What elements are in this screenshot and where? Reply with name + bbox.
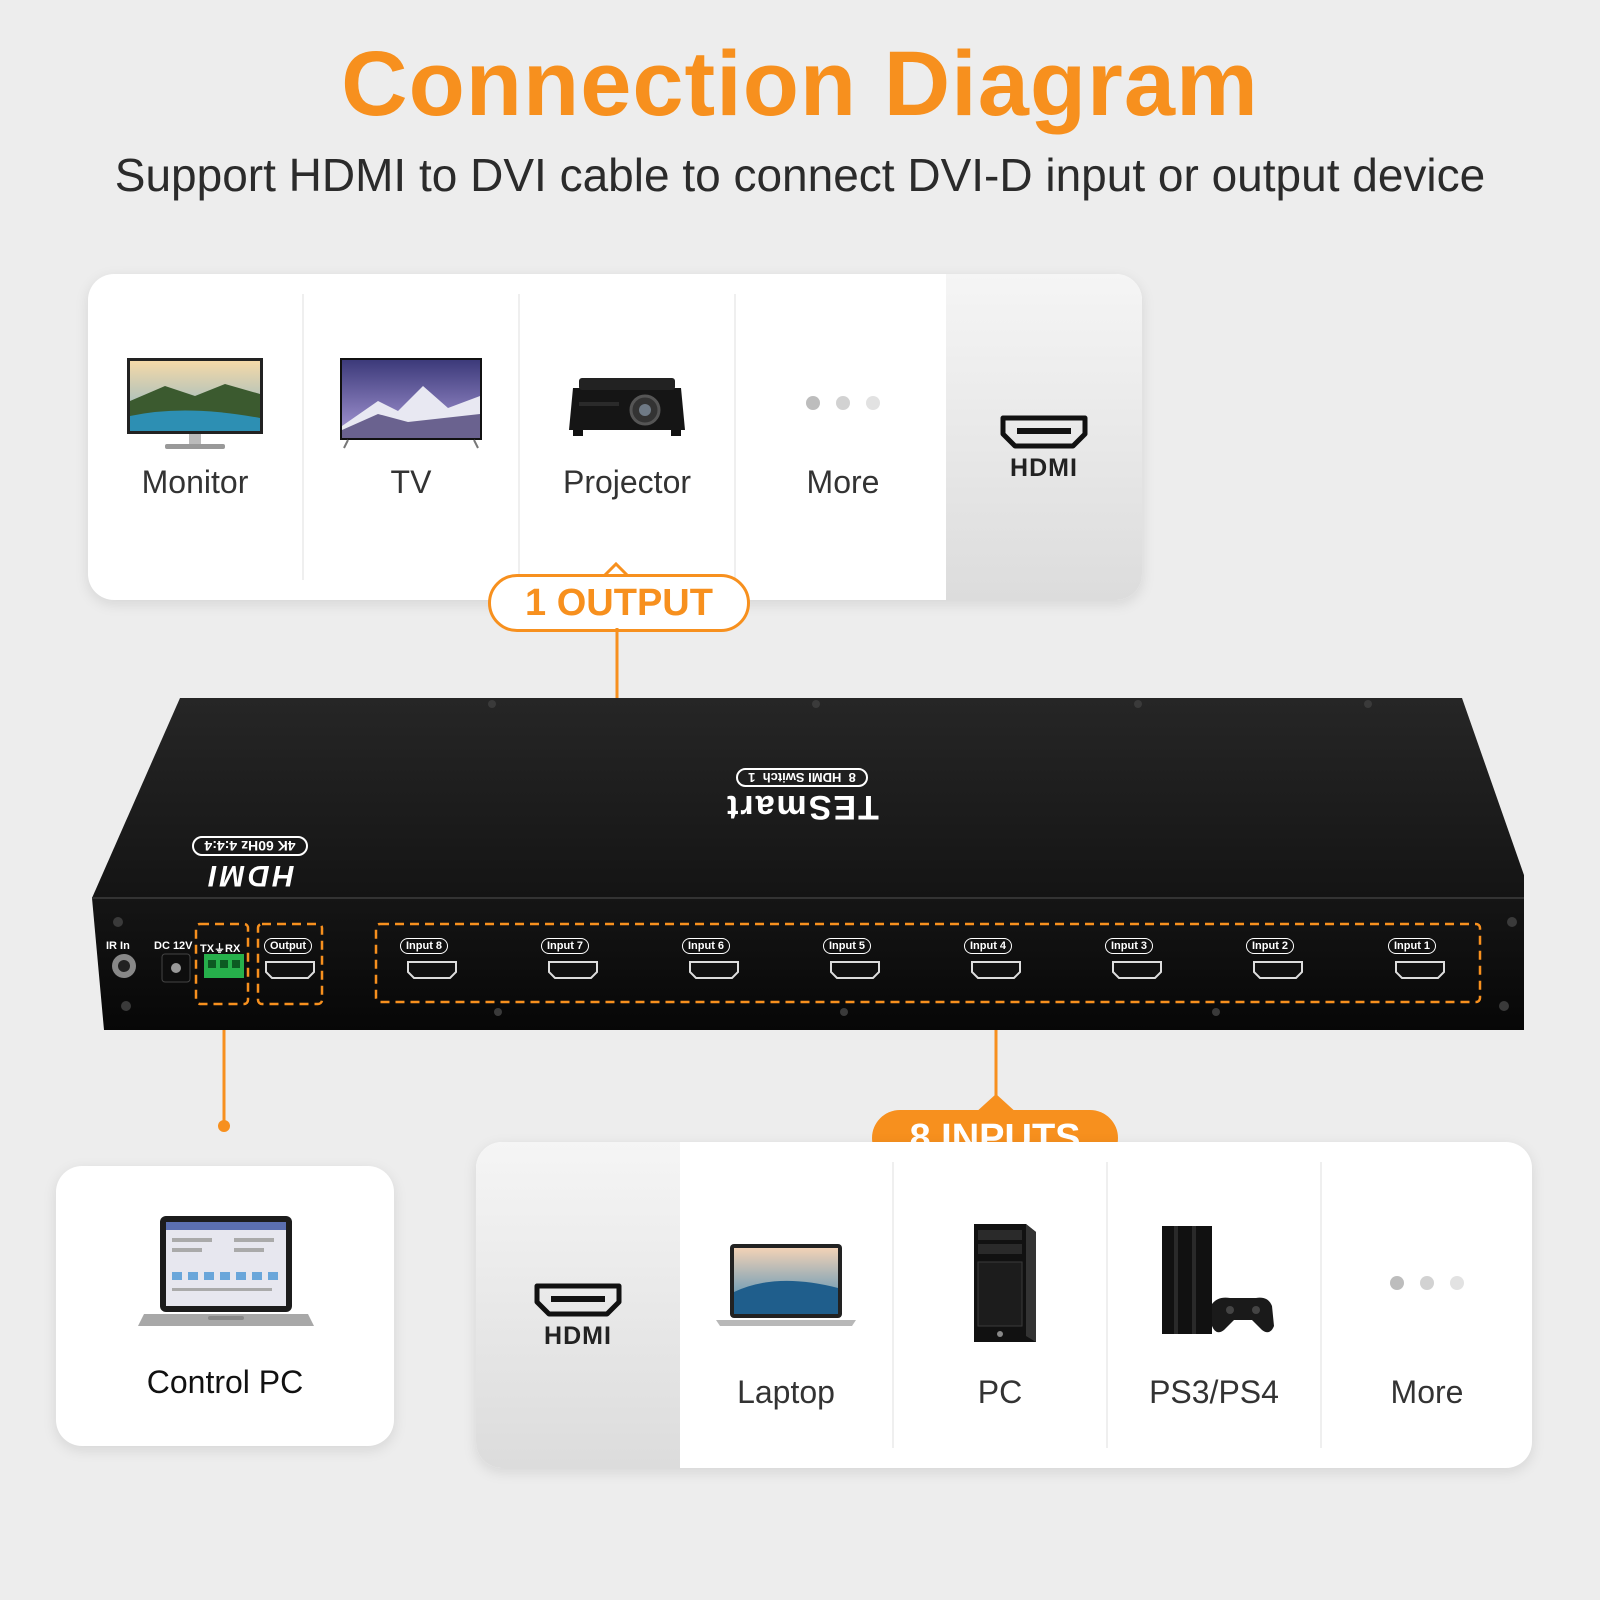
device-brand-logo: TESmart 8 HDMI Switch 1 [652, 764, 952, 826]
hdmi-label: HDMI [544, 1322, 612, 1350]
laptop-control-icon [138, 1216, 314, 1326]
input-port-label: Input 6 [682, 938, 731, 954]
output-device-label: More [806, 464, 880, 500]
input-badge-pointer [974, 1094, 1018, 1114]
page-subtitle: Support HDMI to DVI cable to connect DVI… [114, 149, 1486, 201]
input-port-label: Input 7 [541, 938, 590, 954]
input-device-label: PS3/PS4 [1149, 1374, 1279, 1410]
control-pc-label: Control PC [146, 1364, 304, 1400]
output-devices-card: Monitor TV Projector [88, 274, 1142, 600]
input-port-label: Input 3 [1105, 938, 1154, 954]
device-brand: TESmart [725, 788, 879, 826]
pc-tower-icon [974, 1224, 1036, 1342]
output-device-more: More [736, 274, 950, 600]
input-device-laptop: Laptop [680, 1142, 892, 1468]
more-dots-icon [736, 396, 950, 415]
output-device-label: Monitor [141, 464, 249, 500]
hdmi-connector-icon [1000, 415, 1088, 449]
input-device-label: Laptop [737, 1374, 835, 1410]
input-port-label: Input 4 [964, 938, 1013, 954]
output-port-label: Output [264, 938, 313, 954]
input-device-pc: PC [894, 1142, 1106, 1468]
input-device-more: More [1322, 1142, 1532, 1468]
hdmi-label: HDMI [1010, 454, 1078, 482]
output-hdmi-port [265, 961, 315, 979]
hdmi-connector-icon [534, 1283, 622, 1317]
device-spec-badge: 4K 60Hz 4:4:4 [192, 836, 308, 856]
output-device-projector: Projector [520, 274, 734, 600]
input-port-label: Input 1 [1388, 938, 1437, 954]
control-pc-card: Control PC [56, 1166, 394, 1446]
input-port-label: Input 2 [1246, 938, 1295, 954]
input-hdmi-connector: HDMI [476, 1142, 680, 1468]
device-model-out: 1 [748, 770, 756, 785]
input-port-label: Input 8 [400, 938, 449, 954]
output-device-label: TV [390, 464, 432, 500]
tv-icon [340, 358, 482, 449]
device-model: HDMI Switch [762, 770, 842, 785]
input-device-label: PC [977, 1374, 1023, 1410]
projector-icon [569, 378, 685, 436]
output-device-label: Projector [562, 464, 692, 500]
rs232-label: TX⏚RX [200, 943, 241, 955]
laptop-icon [716, 1244, 856, 1326]
monitor-icon [127, 358, 263, 449]
input-port-label: Input 5 [823, 938, 872, 954]
device-hdmi-logo: HDMI 4K 60Hz 4:4:4 [140, 836, 360, 892]
more-dots-icon [1322, 1276, 1532, 1295]
dc-12v-label: DC 12V [154, 940, 193, 952]
input-device-console: PS3/PS4 [1108, 1142, 1320, 1468]
input-devices-card: HDMI Laptop PC [476, 1142, 1532, 1468]
hdmi-switch-device: TESmart 8 HDMI Switch 1 HDMI 4K 60Hz 4:4… [92, 698, 1524, 1030]
device-model-in: 8 [848, 770, 856, 785]
output-device-tv: TV [304, 274, 518, 600]
output-hdmi-connector: HDMI [946, 274, 1142, 600]
output-badge: 1 OUTPUT [488, 574, 750, 632]
device-body [92, 698, 1524, 1030]
page-title: Connection Diagram [341, 33, 1259, 135]
input-device-label: More [1390, 1374, 1464, 1410]
game-console-icon [1162, 1226, 1274, 1334]
ir-in-label: IR In [106, 940, 130, 952]
output-device-monitor: Monitor [88, 274, 302, 600]
device-hdmi-logo-text: HDMI [205, 859, 295, 892]
